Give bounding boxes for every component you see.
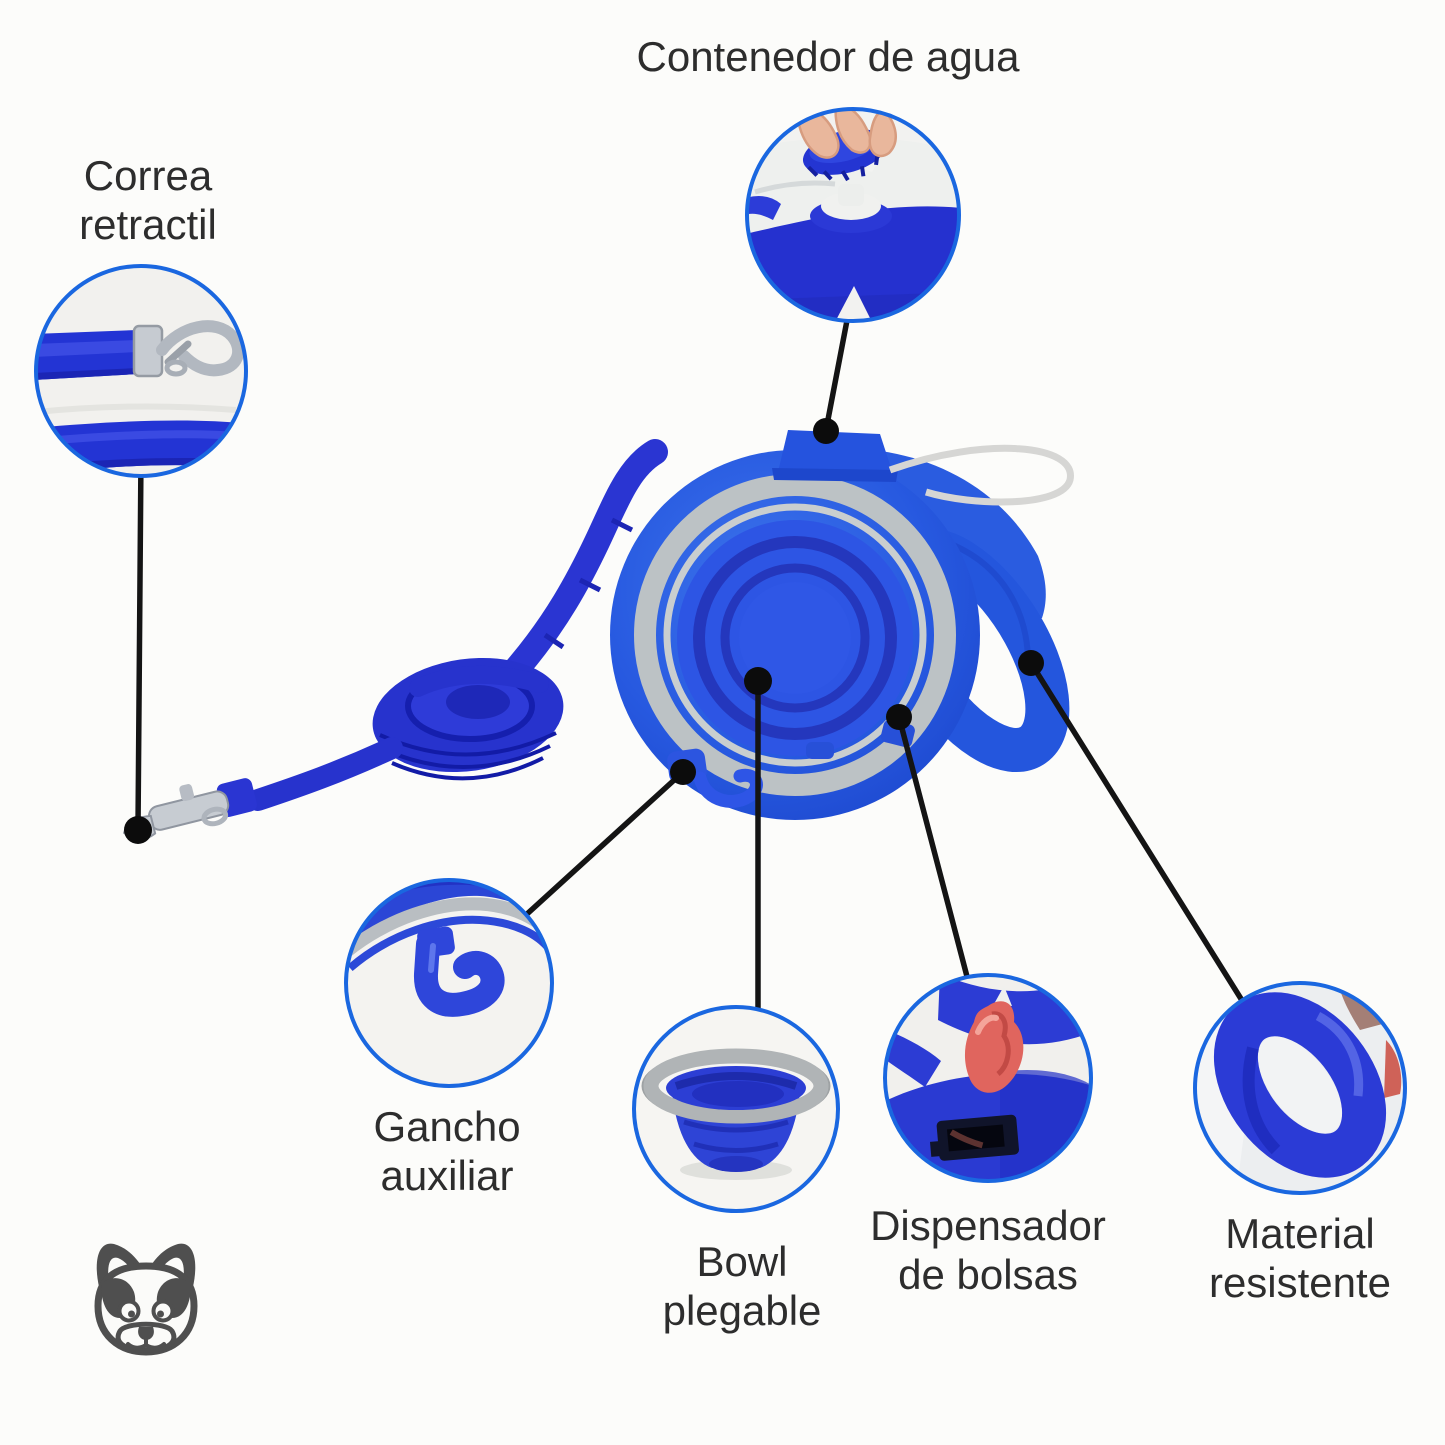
label-line: Contenedor de agua <box>636 33 1020 80</box>
connector-contenedor <box>823 307 852 433</box>
leash-device <box>610 430 1074 820</box>
callout-circle-dispensador <box>883 973 1093 1183</box>
water-cap-base <box>772 468 898 482</box>
water-cap <box>778 430 893 474</box>
callout-label-dispensador: Dispensador de bolsas <box>870 1202 1106 1299</box>
dot-contenedor <box>813 418 839 444</box>
connector-correa <box>135 452 144 831</box>
callout-circle-gancho <box>344 878 554 1088</box>
label-line: Material <box>1225 1210 1375 1257</box>
callout-circle-bowl <box>632 1005 840 1213</box>
label-line: auxiliar <box>380 1151 514 1199</box>
label-line: Gancho <box>373 1103 521 1150</box>
label-line: plegable <box>662 1286 822 1334</box>
handle-seam <box>939 537 1032 671</box>
label-line: Bowl <box>696 1238 788 1285</box>
callout-label-contenedor: Contenedor de agua <box>637 33 1020 82</box>
connector-dispensador <box>896 714 973 991</box>
connector-material <box>1028 660 1251 1013</box>
feature-dots <box>124 418 1044 844</box>
callout-label-bowl: Bowl plegable <box>663 1238 822 1335</box>
label-line: Dispensador <box>870 1202 1106 1249</box>
leash-strap-texture <box>543 517 634 650</box>
dot-material <box>1018 650 1044 676</box>
callout-circle-contenedor <box>745 107 961 323</box>
label-line: resistente <box>1208 1258 1392 1306</box>
device-foot <box>806 742 834 759</box>
cap-cord-loop <box>888 444 1074 506</box>
dot-dispensador <box>886 704 912 730</box>
callout-circle-material <box>1193 981 1407 1195</box>
leash-strap-tail <box>247 737 403 811</box>
dot-bowl <box>744 667 772 695</box>
leash-coil <box>372 657 564 781</box>
bowl-ring-gray <box>634 474 956 796</box>
label-line: Correa <box>83 152 213 199</box>
bowl-ring-thin <box>663 503 927 767</box>
french-bulldog-icon <box>94 1243 198 1356</box>
aux-hook <box>693 768 763 808</box>
dot-correa <box>124 816 152 844</box>
label-line: retractil <box>79 200 217 248</box>
callout-label-gancho: Gancho auxiliar <box>373 1103 520 1200</box>
callout-label-material: Material resistente <box>1209 1210 1391 1307</box>
dot-gancho <box>670 759 696 785</box>
callout-label-correa: Correa retractil <box>79 152 217 249</box>
leash-extended <box>122 439 668 841</box>
callout-circle-correa <box>34 264 248 478</box>
connector-lines <box>135 307 1251 1017</box>
connector-gancho <box>513 769 686 927</box>
label-line: de bolsas <box>898 1250 1078 1298</box>
